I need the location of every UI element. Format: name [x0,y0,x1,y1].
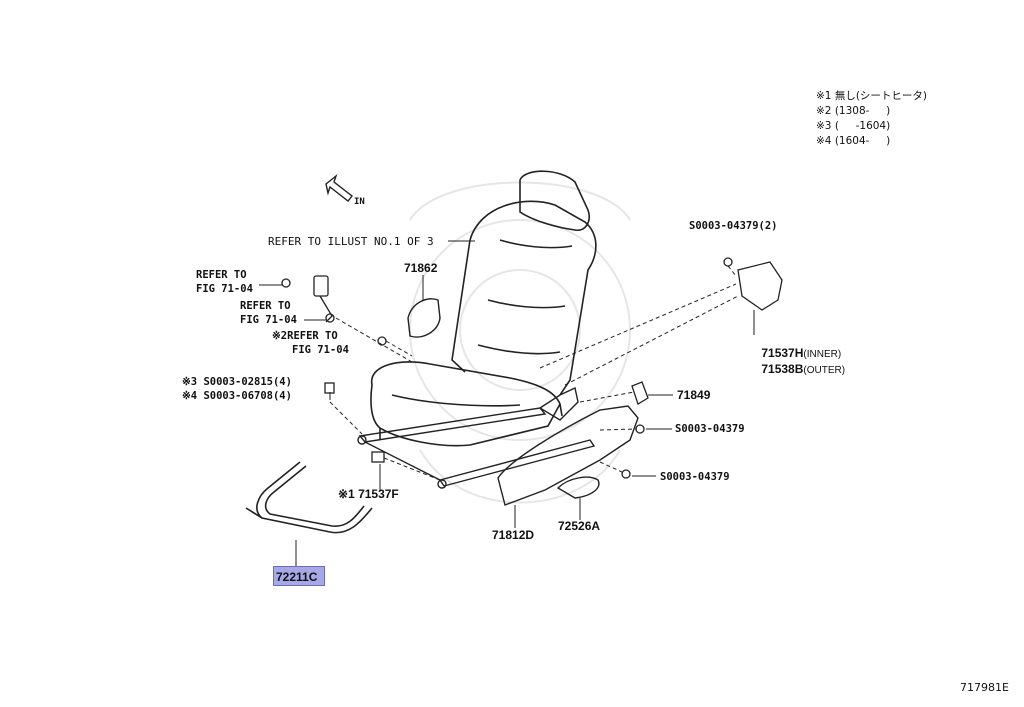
refer-fig-label: FIG 71-04 [292,344,349,356]
part-72526a[interactable]: 72526A [558,519,601,533]
bolt-label-b: ※4 S0003-06708(4) [182,390,292,402]
bolt-label-a: ※3 S0003-02815(4) [182,376,292,388]
refer-fig-label: FIG 71-04 [240,314,297,326]
clip-71849 [631,381,649,405]
part-71537h[interactable]: 71537H(INNER) [748,334,841,374]
seatbelt-buckle [281,275,387,346]
sleeve-71537f [371,451,385,463]
cover-71862 [407,298,441,338]
seat-track [357,386,596,489]
direction-arrow-icon [325,173,353,202]
direction-label: IN [354,197,365,207]
screw-label-top: S0003-04379(2) [689,220,778,232]
part-suffix: (OUTER) [803,365,846,376]
part-71812d[interactable]: 71812D [492,528,535,542]
part-number: 71537H [761,346,804,360]
knob-72526a [556,476,600,499]
figure-id: 717981E [960,681,1009,694]
wire-72211c [245,461,373,534]
note-3: ※3 ( -1604) [816,120,891,132]
bracket-71537h [737,261,783,311]
refer-label: REFER TO [240,300,291,312]
assembly-lines [329,265,739,481]
part-71538b[interactable]: 71538B(OUTER) [748,350,845,390]
screw-label-low: S0003-04379 [660,471,730,483]
part-72211c-highlighted[interactable]: 72211C [273,566,325,586]
note-4: ※4 (1604- ) [816,135,891,147]
seat-back [451,170,597,396]
refer-fig-label: FIG 71-04 [196,283,253,295]
part-number: 72211C [276,570,318,584]
note-1: ※1 無し(シートヒータ) [816,90,928,102]
refer-label: REFER TO [196,269,247,281]
screw-label-mid: S0003-04379 [675,423,745,435]
part-number: 71538B [761,362,804,376]
screw-icon [635,424,645,434]
part-71862[interactable]: 71862 [404,261,438,275]
screw-icon [621,469,631,479]
part-suffix: (INNER) [803,349,842,360]
watermark-emblem [409,181,631,504]
part-71849[interactable]: 71849 [677,388,711,402]
seat-cushion [370,361,563,447]
screw-icon [723,257,733,267]
note-2: ※2 (1308- ) [816,105,891,117]
bolt-icon [324,382,335,394]
refer-illust-label: REFER TO ILLUST NO.1 OF 3 [268,235,434,248]
shield-71812d [497,405,639,506]
part-71537f[interactable]: ※1 71537F [338,487,399,501]
refer-label: ※2REFER TO [272,330,338,342]
leader-lines [259,240,755,568]
